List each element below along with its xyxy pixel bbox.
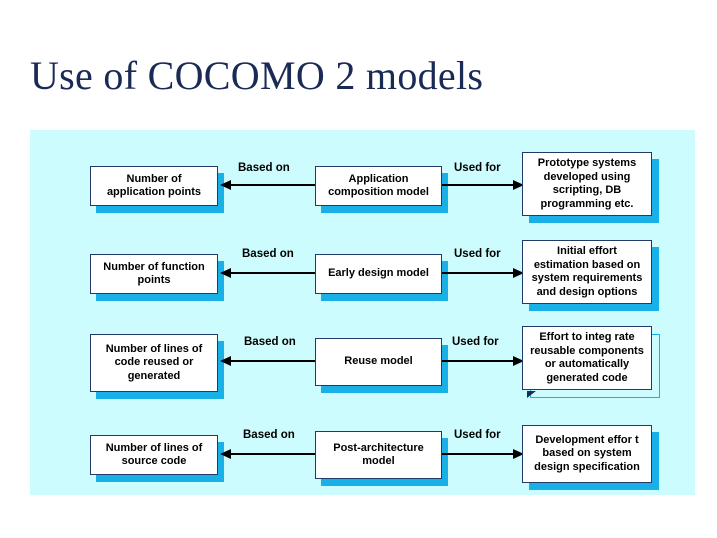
diagram-row: Number of function points Based on Early…	[30, 234, 695, 311]
diagram-row: Number of lines of code reused or genera…	[30, 322, 695, 399]
arrow-head-left-icon	[220, 180, 231, 190]
usage-box-initial-effort-estimation[interactable]: Initial effort estimation based on syste…	[522, 240, 652, 304]
model-box-reuse[interactable]: Reuse model	[315, 338, 442, 386]
arrow-head-left-icon	[220, 449, 231, 459]
page-title: Use of COCOMO 2 models	[30, 53, 484, 98]
metric-box-lines-source-code[interactable]: Number of lines of source code	[90, 435, 218, 475]
connector-used-for	[442, 184, 515, 186]
model-box-label: Early design model	[328, 267, 429, 280]
edge-label-based-on: Based on	[243, 429, 295, 441]
model-box-label: Post-architecture model	[333, 441, 424, 468]
connector-used-for	[442, 272, 515, 274]
connector-based-on	[230, 360, 315, 362]
arrow-head-right-icon	[513, 180, 524, 190]
connector-based-on	[230, 184, 315, 186]
connector-based-on	[230, 453, 315, 455]
usage-box-effort-integrate-reusable[interactable]: Effort to integ rate reusable components…	[522, 326, 652, 390]
diagram-row: Number of lines of source code Based on …	[30, 415, 695, 491]
arrow-head-left-icon	[220, 356, 231, 366]
metric-box-function-points[interactable]: Number of function points	[90, 254, 218, 294]
model-box-early-design[interactable]: Early design model	[315, 254, 442, 294]
edge-label-used-for: Used for	[454, 248, 501, 260]
cocomo-diagram-panel: Number of application points Based on Ap…	[30, 130, 695, 495]
model-box-application-composition[interactable]: Application composition model	[315, 166, 442, 206]
arrow-head-left-icon	[220, 268, 231, 278]
arrow-head-right-icon	[513, 356, 524, 366]
metric-box-label: Number of lines of source code	[105, 441, 203, 468]
edge-label-used-for: Used for	[452, 336, 499, 348]
shadow-tab-marker-icon	[527, 391, 536, 398]
usage-box-label: Effort to integ rate reusable components…	[530, 331, 644, 384]
arrow-head-right-icon	[513, 268, 524, 278]
metric-box-application-points[interactable]: Number of application points	[90, 166, 218, 206]
usage-box-development-effort[interactable]: Development effor t based on system desi…	[522, 425, 652, 483]
usage-box-label: Initial effort estimation based on syste…	[531, 245, 643, 298]
metric-box-label: Number of lines of code reused or genera…	[105, 342, 203, 382]
model-box-post-architecture[interactable]: Post-architecture model	[315, 431, 442, 479]
diagram-row: Number of application points Based on Ap…	[30, 146, 695, 223]
usage-box-label: Prototype systems developed using script…	[537, 157, 637, 210]
edge-label-used-for: Used for	[454, 162, 501, 174]
connector-used-for	[442, 453, 515, 455]
usage-box-label: Development effor t based on system desi…	[534, 433, 640, 473]
connector-used-for	[442, 360, 515, 362]
model-box-label: Application composition model	[328, 172, 429, 199]
metric-box-lines-reused-generated[interactable]: Number of lines of code reused or genera…	[90, 334, 218, 392]
model-box-label: Reuse model	[344, 355, 413, 368]
edge-label-based-on: Based on	[244, 336, 296, 348]
metric-box-label: Number of function points	[103, 260, 205, 287]
edge-label-used-for: Used for	[454, 429, 501, 441]
usage-box-prototype-systems[interactable]: Prototype systems developed using script…	[522, 152, 652, 216]
edge-label-based-on: Based on	[242, 248, 294, 260]
edge-label-based-on: Based on	[238, 162, 290, 174]
connector-based-on	[230, 272, 315, 274]
arrow-head-right-icon	[513, 449, 524, 459]
metric-box-label: Number of application points	[106, 172, 202, 199]
